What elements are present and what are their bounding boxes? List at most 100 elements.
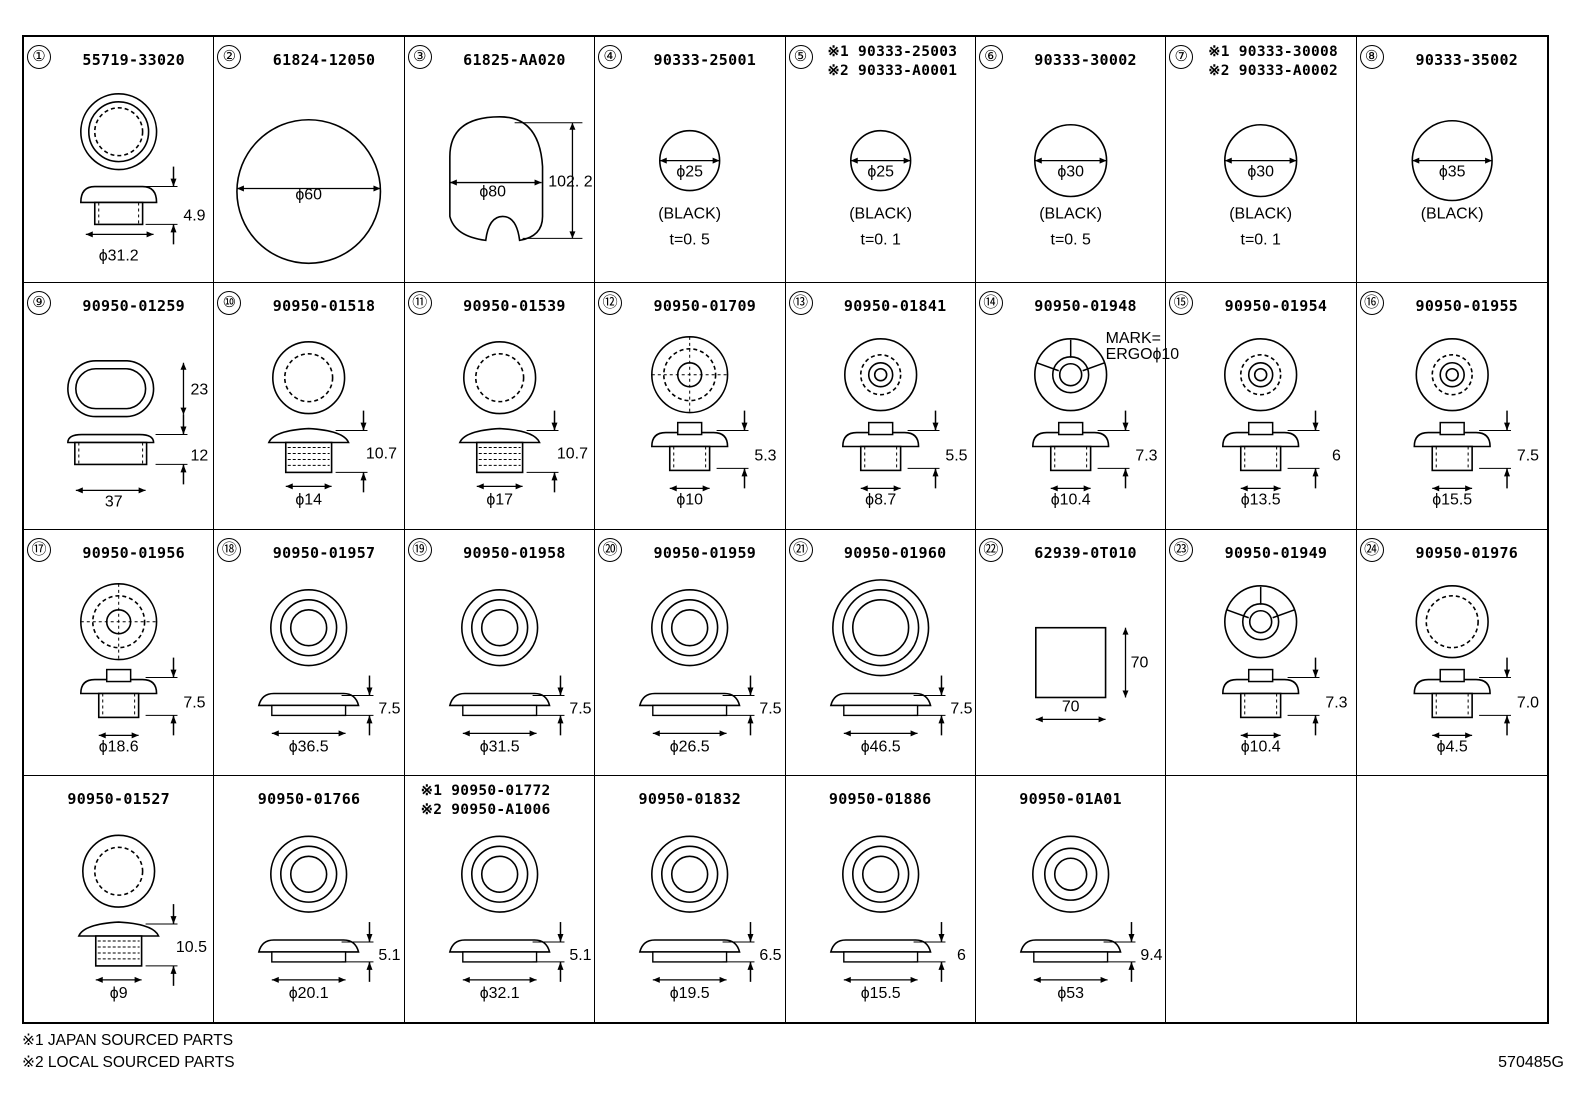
part-number: 62939-0T010 (1010, 544, 1161, 562)
item-number: ⑰ (27, 537, 51, 562)
footnote-local: ※2 LOCAL SOURCED PARTS (22, 1054, 235, 1071)
item-number: ⑱ (217, 537, 242, 562)
dim-diameter: ϕ15.5 (860, 985, 900, 1002)
part-number-line: 90950-01A01 (1019, 789, 1122, 808)
item-number: ⑧ (1359, 45, 1384, 69)
part-number-line: 55719-33020 (82, 51, 185, 69)
part-number-line: 90950-01976 (1415, 543, 1519, 562)
item-number: ② (217, 45, 242, 69)
item-number: ④ (598, 45, 623, 69)
dim-diameter: ϕ31.2 (99, 247, 139, 264)
dim-diameter: ϕ17 (486, 492, 513, 509)
color-note: (BLACK) (849, 205, 912, 222)
dim-height: 7.3 (1135, 448, 1157, 465)
dim-height: 10.7 (366, 446, 397, 463)
part-drawing: 10.7 ϕ14 (267, 341, 397, 509)
part-cell (1357, 776, 1547, 1022)
part-number: 90333-35002 (1391, 51, 1543, 69)
part-drawing: 5.1 ϕ32.1 (448, 835, 591, 1002)
thickness-note: t=0. 5 (670, 231, 710, 248)
part-number: 90950-01958 (439, 544, 590, 562)
part-number: 90950-01976 (1391, 544, 1543, 562)
dim-height: 7.5 (759, 700, 781, 717)
dim-width: 70 (1062, 698, 1080, 715)
dim-diameter: ϕ14 (296, 492, 323, 509)
part-number-line: 90950-01259 (82, 297, 185, 316)
part-number-line: 90950-01518 (272, 297, 376, 316)
part-number: 90950-01709 (629, 297, 780, 315)
part-number: 90950-01527 (28, 790, 209, 808)
part-number-line: 90950-01957 (272, 543, 376, 562)
mark-note: ERGOϕ10 (1105, 346, 1179, 363)
dim-diameter: ϕ53 (1057, 985, 1084, 1002)
part-number: 90950-01A01 (980, 790, 1161, 808)
dim-height: 5.1 (569, 947, 591, 964)
dim-diameter: ϕ30 (1248, 164, 1275, 181)
thickness-note: t=0. 1 (1241, 231, 1281, 248)
dim-diameter: ϕ10 (676, 492, 703, 509)
thickness-note: t=0. 5 (1050, 231, 1090, 248)
dim-height: 10.7 (557, 446, 588, 463)
part-drawing: 7.5 ϕ26.5 (638, 588, 782, 755)
part-drawing: 70 70 (1034, 626, 1148, 722)
part-drawing: ϕ35(BLACK) (1411, 119, 1493, 222)
dim-height: 6.5 (759, 947, 781, 964)
dim-diameter: ϕ36.5 (289, 738, 329, 755)
item-number: ⑨ (27, 291, 51, 316)
dim-height: 7.5 (950, 700, 972, 717)
part-cell (1166, 775, 1357, 1022)
item-number: ⑭ (978, 291, 1003, 316)
part-number-line: ※1 90333-25003 (827, 44, 958, 60)
color-note: (BLACK) (1420, 205, 1483, 222)
part-number-line: 90950-01955 (1415, 297, 1519, 316)
dim-diameter: ϕ26.5 (670, 738, 710, 755)
part-number: 90950-01954 (1200, 297, 1351, 315)
part-cell: ⑧ 90333-35002 ϕ35(BLACK) (1356, 37, 1547, 284)
part-drawing: 4.9 ϕ31.2 (80, 93, 206, 264)
part-number-line: 90333-25001 (653, 51, 757, 69)
item-number: ⑯ (1359, 291, 1384, 316)
dim-height: 5.1 (379, 947, 401, 964)
dim-diameter: ϕ60 (296, 186, 323, 203)
mark-label: MARK= (1105, 330, 1160, 347)
part-number: ※1 90950-01772 ※2 90950-A1006 (421, 782, 590, 820)
part-number-line: 61825-AA020 (463, 51, 566, 69)
dim-diameter: ϕ32.1 (479, 985, 519, 1002)
dim-height: 4.9 (183, 207, 205, 224)
part-number-line: ※2 90950-A1006 (420, 801, 551, 818)
dim-diameter: ϕ15.5 (1432, 492, 1472, 509)
part-number: 90333-30002 (1010, 51, 1161, 69)
dim-height: 102. 2 (548, 174, 592, 191)
color-note: (BLACK) (1039, 205, 1102, 222)
part-number-line: ※1 90950-01772 (420, 782, 551, 799)
part-number-line: 90950-01841 (843, 297, 947, 316)
dim-height-side: 12 (191, 448, 209, 465)
part-number-line: 90950-01832 (638, 789, 742, 808)
dim-diameter: ϕ18.6 (99, 738, 139, 755)
dim-height: 70 (1130, 654, 1148, 671)
